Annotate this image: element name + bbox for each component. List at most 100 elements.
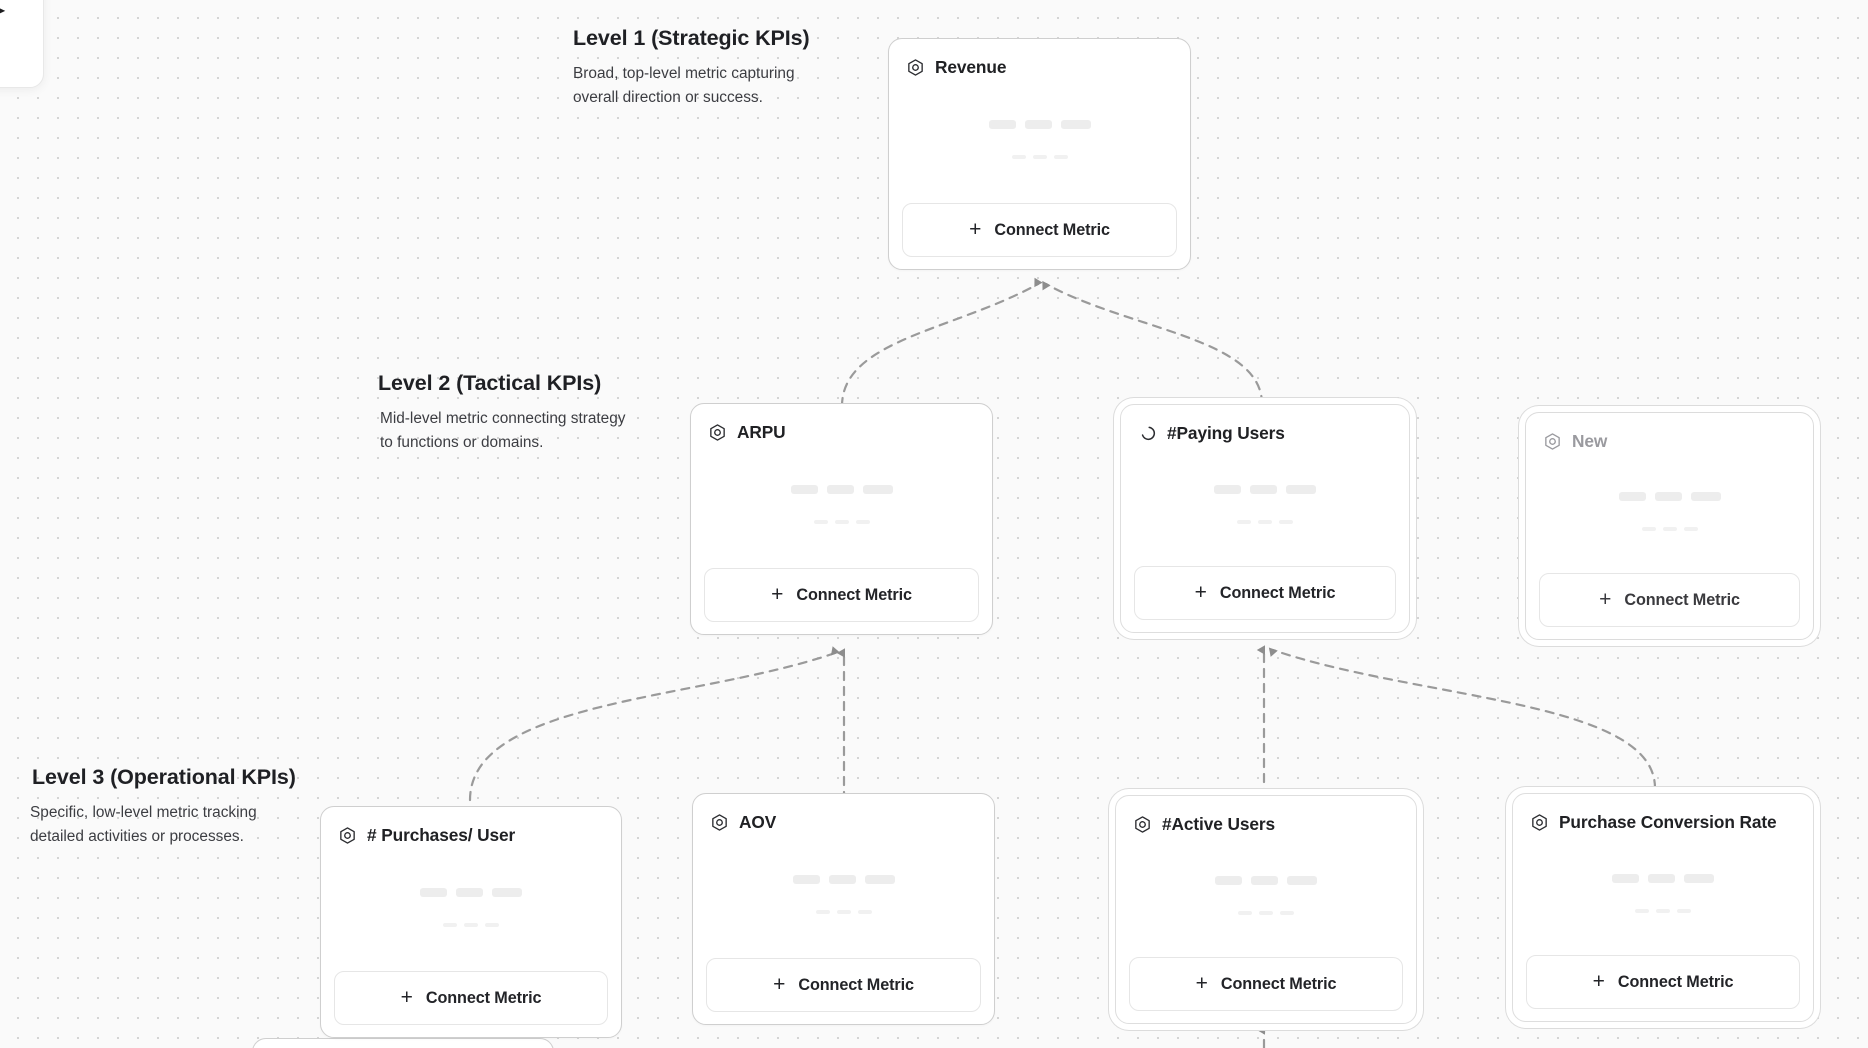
card-header: ARPU xyxy=(704,417,979,443)
card-header: Purchase Conversion Rate xyxy=(1526,807,1800,833)
metric-card-purchase-conversion-rate[interactable]: Purchase Conversion Rate + Connect Metri… xyxy=(1512,793,1814,1022)
skeleton-bar xyxy=(1214,484,1241,494)
skeleton-bar xyxy=(1250,484,1277,494)
skeleton-bar xyxy=(420,888,447,897)
skeleton-row-primary xyxy=(420,888,522,897)
level-3-description: Specific, low-level metric tracking deta… xyxy=(30,804,257,845)
connect-metric-label: Connect Metric xyxy=(425,988,542,1007)
level-2-title: Level 2 (Tactical KPIs) xyxy=(378,371,602,395)
metric-card-new[interactable]: New + Connect Metric xyxy=(1525,412,1814,640)
card-title: #Active Users xyxy=(1162,814,1276,834)
connect-metric-label: Connect Metric xyxy=(798,975,914,994)
level-2-label-group: Level 2 (Tactical KPIs) Mid-level metric… xyxy=(378,371,630,455)
edge-conversion-to-paying-users xyxy=(1268,647,1657,790)
card-placeholder-body xyxy=(1129,835,1403,957)
metric-card-purchases-per-user[interactable]: # Purchases/ User + Connect Metric xyxy=(320,806,622,1038)
card-header: #Active Users xyxy=(1129,809,1403,835)
level-1-label-group: Level 1 (Strategic KPIs) Broad, top-leve… xyxy=(573,26,823,110)
loading-spinner-icon xyxy=(1141,426,1156,441)
connect-metric-label: Connect Metric xyxy=(796,585,912,604)
skeleton-bar xyxy=(855,520,870,524)
skeleton-bar xyxy=(1690,492,1721,501)
metric-card-revenue[interactable]: Revenue + Connect Metric xyxy=(888,38,1191,270)
connect-metric-label: Connect Metric xyxy=(1220,974,1337,993)
card-title: AOV xyxy=(739,812,777,832)
skeleton-bar xyxy=(790,485,818,494)
card-header: # Purchases/ User xyxy=(334,820,608,846)
connect-metric-button[interactable]: + Connect Metric xyxy=(1526,955,1800,1009)
skeleton-bar xyxy=(1238,910,1252,915)
skeleton-bar xyxy=(1024,120,1052,129)
card-title: #Paying Users xyxy=(1167,423,1285,443)
skeleton-bar xyxy=(485,923,499,927)
skeleton-row-secondary xyxy=(443,923,499,927)
skeleton-bar xyxy=(1011,155,1026,159)
floating-toolbar-panel[interactable]: ➤ xyxy=(0,0,44,88)
hexagon-target-icon xyxy=(712,814,727,831)
skeleton-bar xyxy=(1279,519,1293,524)
skeleton-bar xyxy=(456,888,483,897)
skeleton-bar xyxy=(1656,908,1670,913)
connect-metric-button[interactable]: + Connect Metric xyxy=(1539,573,1800,627)
connect-metric-label: Connect Metric xyxy=(1617,972,1734,991)
edge-arpu-to-revenue xyxy=(840,277,1043,408)
metric-card-arpu[interactable]: ARPU + Connect Metric xyxy=(690,403,993,635)
skeleton-bar xyxy=(1053,155,1068,159)
card-placeholder-body xyxy=(902,78,1177,203)
skeleton-bar xyxy=(1215,875,1242,885)
hexagon-target-icon xyxy=(908,59,923,76)
skeleton-bar xyxy=(988,120,1016,129)
skeleton-bar xyxy=(443,923,457,927)
skeleton-bar xyxy=(836,910,851,914)
skeleton-bar xyxy=(1641,527,1656,531)
skeleton-bar xyxy=(1612,873,1639,883)
connect-metric-label: Connect Metric xyxy=(1219,583,1336,602)
skeleton-row-secondary xyxy=(813,520,870,524)
skeleton-row-secondary xyxy=(1011,155,1068,159)
connect-metric-button[interactable]: + Connect Metric xyxy=(902,203,1177,257)
skeleton-bar xyxy=(1060,120,1091,129)
skeleton-row-primary xyxy=(988,120,1091,129)
connect-metric-button[interactable]: + Connect Metric xyxy=(1134,566,1396,620)
skeleton-bar xyxy=(834,520,849,524)
skeleton-bar xyxy=(1618,492,1646,501)
connect-metric-button[interactable]: + Connect Metric xyxy=(706,958,981,1012)
hexagon-target-icon xyxy=(1545,433,1560,450)
skeleton-bar xyxy=(1280,910,1294,915)
hexagon-target-icon xyxy=(1532,814,1547,831)
skeleton-bar xyxy=(1648,873,1675,883)
skeleton-bar xyxy=(1662,527,1677,531)
skeleton-row-primary xyxy=(792,875,895,884)
edge-purchases-to-arpu xyxy=(468,646,840,802)
skeleton-bar xyxy=(1683,527,1698,531)
level-2-description: Mid-level metric connecting strategy to … xyxy=(380,410,626,451)
level-3-label-group: Level 3 (Operational KPIs) Specific, low… xyxy=(30,765,296,849)
metric-card-paying-users[interactable]: #Paying Users + Connect Metric xyxy=(1120,404,1410,633)
metric-card-aov[interactable]: AOV + Connect Metric xyxy=(692,793,995,1025)
card-title: ARPU xyxy=(737,422,786,442)
hexagon-target-icon xyxy=(710,424,725,441)
card-title: # Purchases/ User xyxy=(367,825,516,845)
skeleton-bar xyxy=(464,923,478,927)
skeleton-bar xyxy=(857,910,872,914)
metric-card-offscreen-bottom[interactable] xyxy=(252,1038,554,1048)
connect-metric-button[interactable]: + Connect Metric xyxy=(1129,957,1403,1011)
skeleton-bar xyxy=(1286,484,1316,494)
skeleton-bar xyxy=(1237,519,1251,524)
skeleton-row-primary xyxy=(790,485,893,494)
skeleton-row-secondary xyxy=(1237,519,1293,524)
skeleton-bar xyxy=(1287,875,1317,885)
card-placeholder-body xyxy=(1526,833,1800,955)
skeleton-bar xyxy=(864,875,895,884)
skeleton-row-primary xyxy=(1618,492,1721,501)
metric-card-active-users[interactable]: #Active Users + Connect Metric xyxy=(1115,795,1417,1024)
connect-metric-button[interactable]: + Connect Metric xyxy=(334,971,608,1025)
card-placeholder-body xyxy=(1134,444,1396,566)
card-title: New xyxy=(1572,431,1608,451)
skeleton-bar xyxy=(1677,908,1691,913)
skeleton-bar xyxy=(1032,155,1047,159)
skeleton-bar xyxy=(1635,908,1649,913)
connect-metric-button[interactable]: + Connect Metric xyxy=(704,568,979,622)
card-placeholder-body xyxy=(704,443,979,568)
